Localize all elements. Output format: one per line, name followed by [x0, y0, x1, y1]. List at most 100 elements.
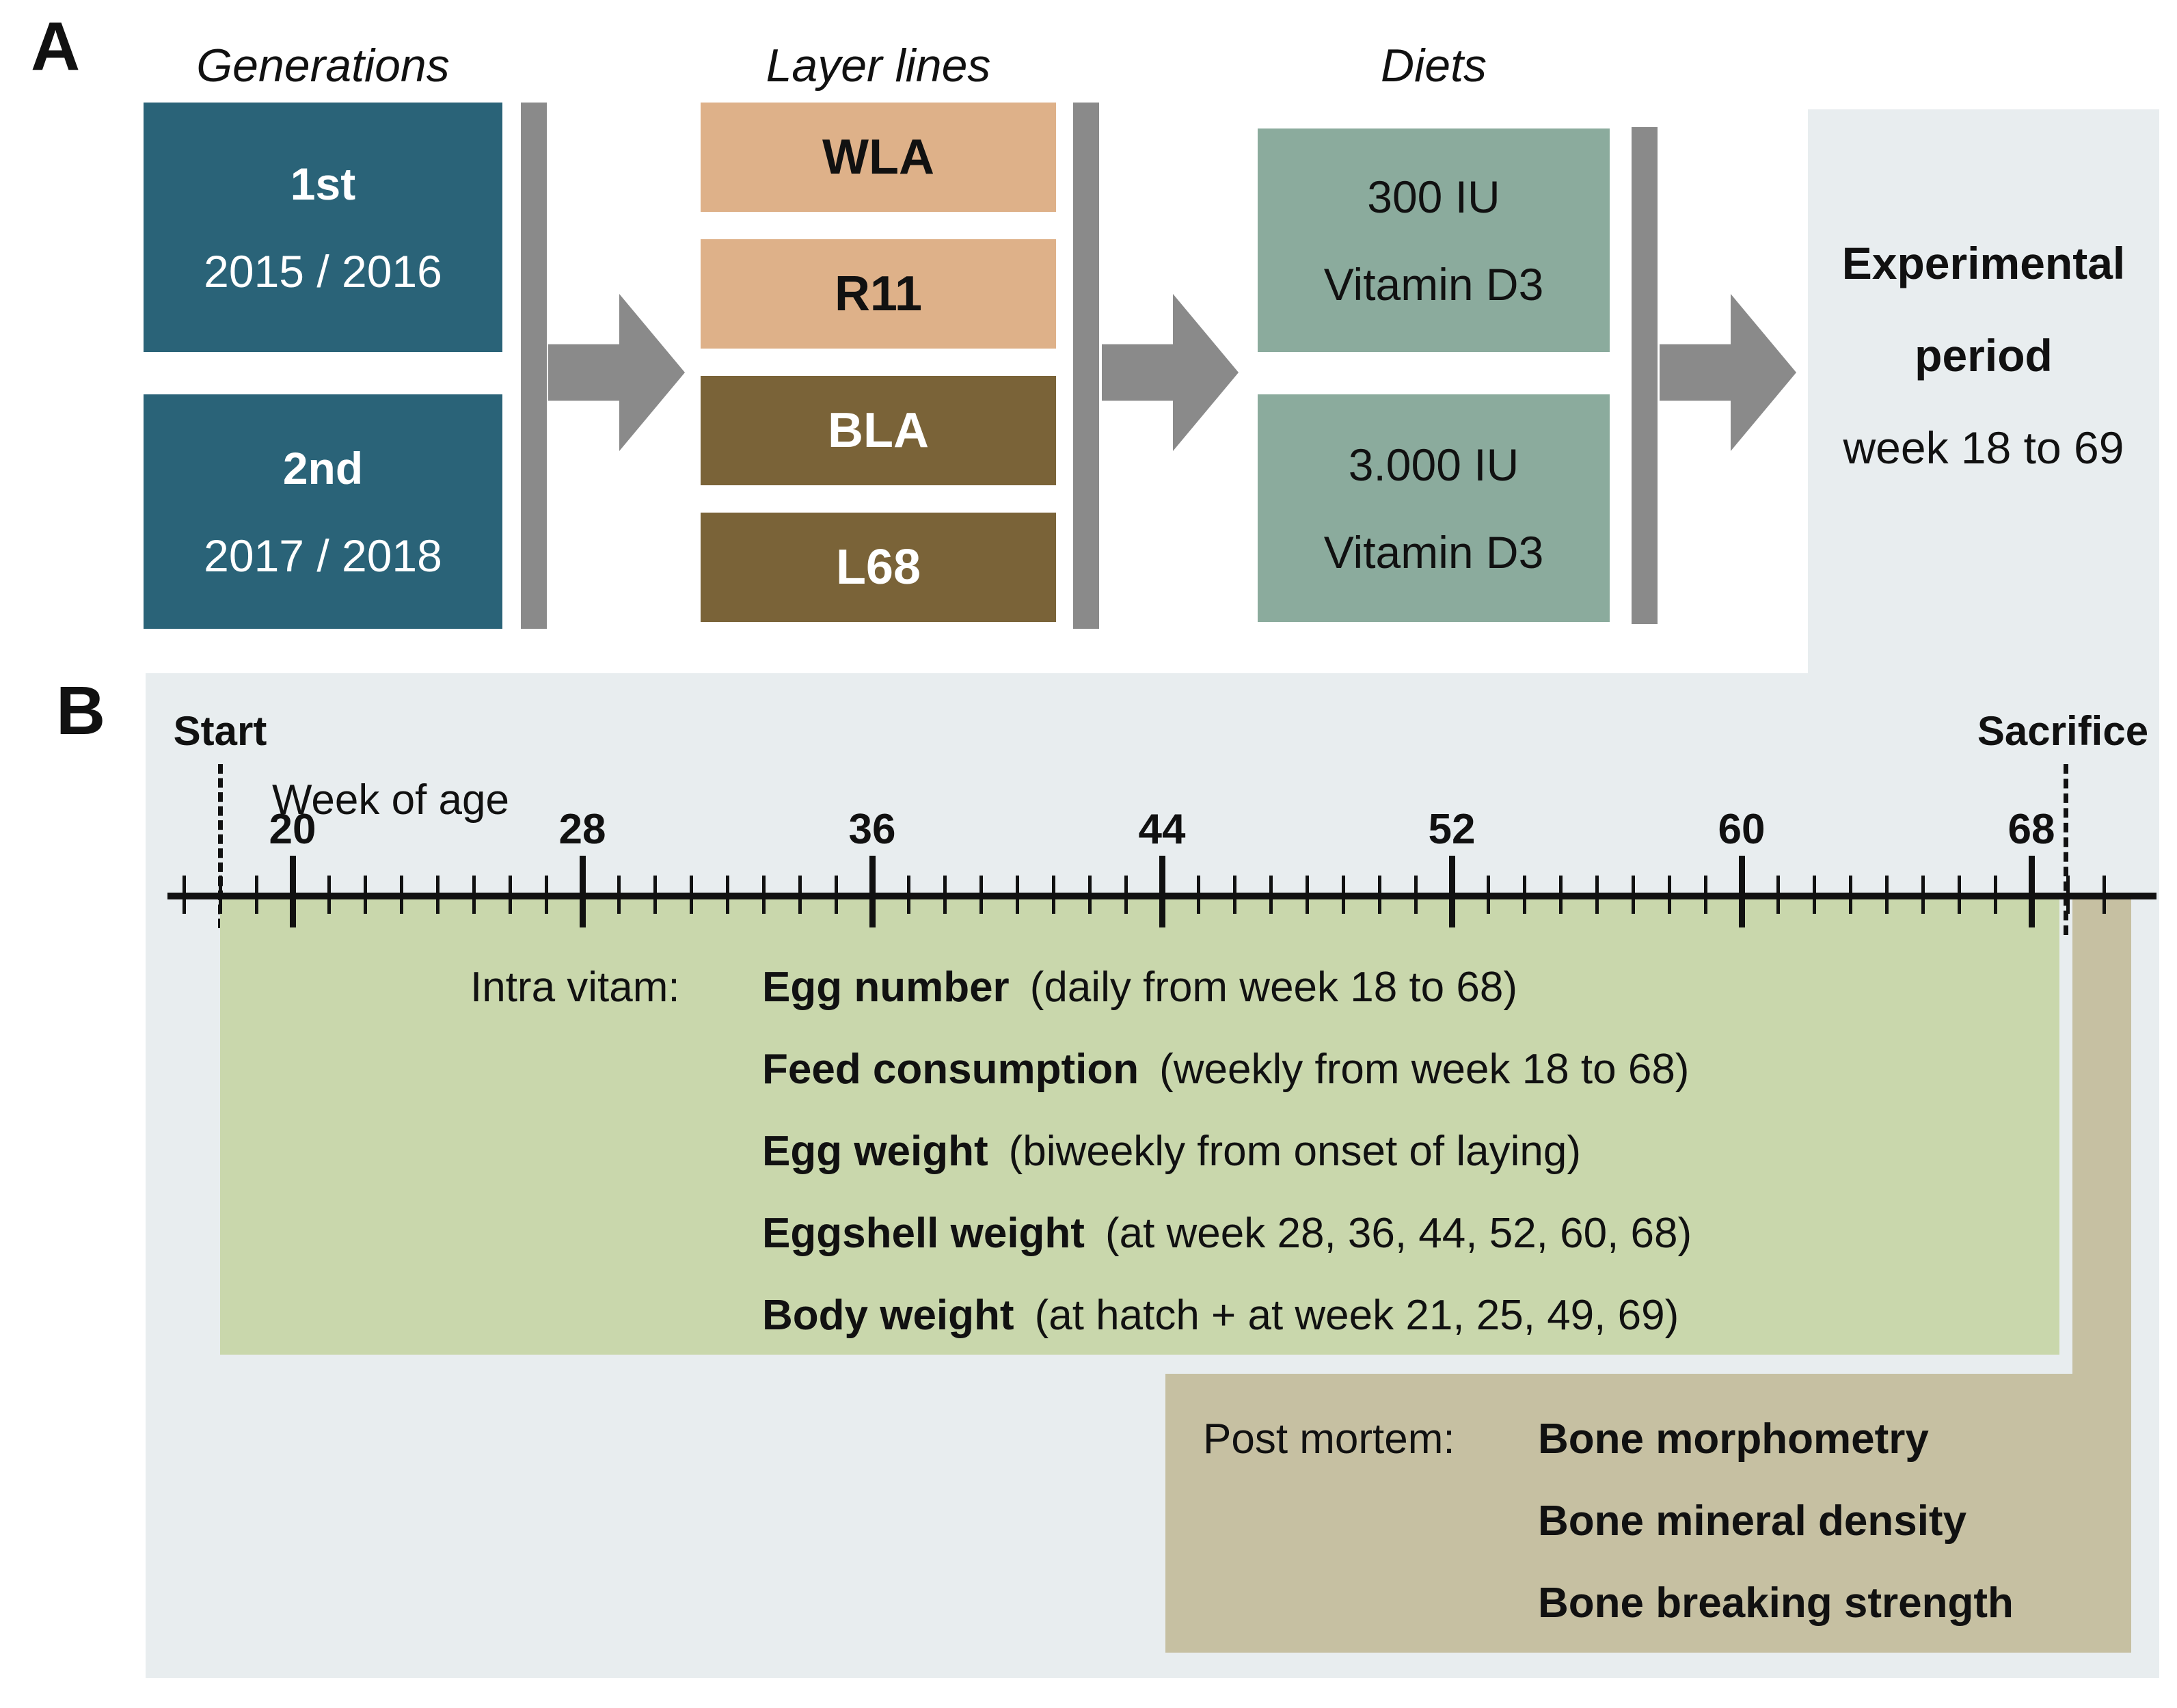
minor-tick: [1378, 876, 1381, 914]
diet-dose: 3.000 IU: [1348, 439, 1519, 490]
start-label: Start: [173, 708, 267, 754]
diet-dose: 300 IU: [1367, 171, 1500, 222]
minor-tick: [327, 876, 331, 914]
minor-tick: [1414, 876, 1418, 914]
minor-tick: [1704, 876, 1707, 914]
panel-b-label: B: [56, 673, 106, 749]
tick-label: 44: [1138, 806, 1186, 853]
minor-tick: [2102, 876, 2106, 914]
minor-tick: [1559, 876, 1563, 914]
minor-tick: [617, 876, 621, 914]
minor-tick: [1088, 876, 1092, 914]
minor-tick: [1958, 876, 1961, 914]
intra-vitam-item: Egg number(daily from week 18 to 68): [762, 960, 1517, 1015]
minor-tick: [1885, 876, 1889, 914]
layer-line-box: BLA: [701, 376, 1056, 485]
minor-tick: [907, 876, 910, 914]
minor-tick: [219, 876, 222, 914]
minor-tick: [1813, 876, 1816, 914]
measurement-schedule: (at week 28, 36, 44, 52, 60, 68): [1105, 1210, 1692, 1257]
measurement-name: Feed consumption: [762, 1046, 1139, 1093]
layer-line-box: WLA: [701, 103, 1056, 212]
minor-tick: [762, 876, 766, 914]
start-dashed-line: [218, 764, 223, 928]
major-tick: [1739, 856, 1745, 927]
diet-substance: Vitamin D3: [1323, 526, 1544, 578]
flow-arrow-icon: [1102, 294, 1239, 451]
layer-line-name: R11: [834, 267, 923, 321]
tick-label: 60: [1718, 806, 1766, 853]
minor-tick: [1595, 876, 1599, 914]
column-title-generations: Generations: [196, 40, 450, 92]
minor-tick: [1124, 876, 1128, 914]
experimental-period-line1: Experimental: [1841, 238, 2126, 288]
measurement-name: Eggshell weight: [762, 1210, 1085, 1257]
measurement-schedule: (biweekly from onset of laying): [1008, 1128, 1581, 1175]
generation-ordinal: 2nd: [282, 442, 364, 493]
minor-tick: [835, 876, 838, 914]
measurement-schedule: (weekly from week 18 to 68): [1159, 1046, 1690, 1093]
layer-line-name: WLA: [822, 130, 934, 185]
generation-ordinal: 1st: [290, 158, 356, 209]
post-mortem-heading: Post mortem:: [1203, 1415, 1455, 1463]
layer-line-box: L68: [701, 513, 1056, 622]
major-tick: [580, 856, 586, 927]
intra-vitam-heading: Intra vitam:: [470, 964, 680, 1011]
major-tick: [1449, 856, 1455, 927]
post-mortem-box: [1165, 1374, 2131, 1653]
post-mortem-item: Bone breaking strength: [1538, 1580, 2014, 1627]
minor-tick: [1523, 876, 1526, 914]
measurement-name: Body weight: [762, 1292, 1014, 1339]
minor-tick: [1668, 876, 1671, 914]
minor-tick: [1269, 876, 1273, 914]
tick-label: 52: [1428, 806, 1476, 853]
experimental-period-line3: week 18 to 69: [1843, 422, 2124, 473]
minor-tick: [400, 876, 403, 914]
intra-vitam-box: [220, 899, 2059, 1355]
intra-vitam-item: Body weight (at hatch + at week 21, 25, 4…: [762, 1288, 1679, 1343]
tick-label: 28: [558, 806, 606, 853]
tick-label: 20: [269, 806, 316, 853]
axis-title: Week of age: [272, 776, 509, 824]
flow-arrow-icon: [548, 294, 685, 451]
minor-tick: [653, 876, 657, 914]
separator-bar: [1632, 127, 1658, 624]
panel-a-label: A: [31, 8, 81, 85]
major-tick: [2029, 856, 2035, 927]
measurement-schedule: (daily from week 18 to 68): [1029, 964, 1517, 1011]
minor-tick: [1487, 876, 1490, 914]
minor-tick: [2066, 876, 2070, 914]
sacrifice-dashed-line: [2064, 764, 2068, 935]
minor-tick: [1632, 876, 1635, 914]
diet-substance: Vitamin D3: [1323, 258, 1544, 310]
flow-arrow-icon: [1660, 294, 1796, 451]
major-tick: [290, 856, 296, 927]
post-mortem-item: Bone morphometry: [1538, 1415, 1929, 1463]
major-tick: [1159, 856, 1165, 927]
minor-tick: [182, 876, 186, 914]
minor-tick: [1994, 876, 1997, 914]
minor-tick: [1921, 876, 1925, 914]
sacrifice-label: Sacrifice: [1977, 708, 2149, 754]
minor-tick: [255, 876, 258, 914]
minor-tick: [943, 876, 947, 914]
post-mortem-item: Bone mineral density: [1538, 1497, 1967, 1545]
minor-tick: [545, 876, 548, 914]
intra-vitam-item: Egg weight (biweekly from onset of laying…: [762, 1124, 1581, 1179]
minor-tick: [472, 876, 476, 914]
intra-vitam-item: Feed consumption (weekly from week 18 to …: [762, 1042, 1689, 1097]
measurement-schedule: (at hatch + at week 21, 25, 49, 69): [1034, 1292, 1679, 1339]
measurement-name: Egg weight: [762, 1128, 988, 1175]
minor-tick: [1849, 876, 1852, 914]
layer-line-name: BLA: [828, 403, 929, 458]
diet-box: 300 IU Vitamin D3: [1258, 128, 1610, 352]
minor-tick: [1306, 876, 1309, 914]
minor-tick: [1776, 876, 1780, 914]
experimental-period-line2: period: [1915, 330, 2053, 381]
generation-years: 2015 / 2016: [204, 245, 442, 297]
minor-tick: [1197, 876, 1200, 914]
separator-bar: [1073, 103, 1099, 629]
minor-tick: [726, 876, 729, 914]
separator-bar: [521, 103, 547, 629]
